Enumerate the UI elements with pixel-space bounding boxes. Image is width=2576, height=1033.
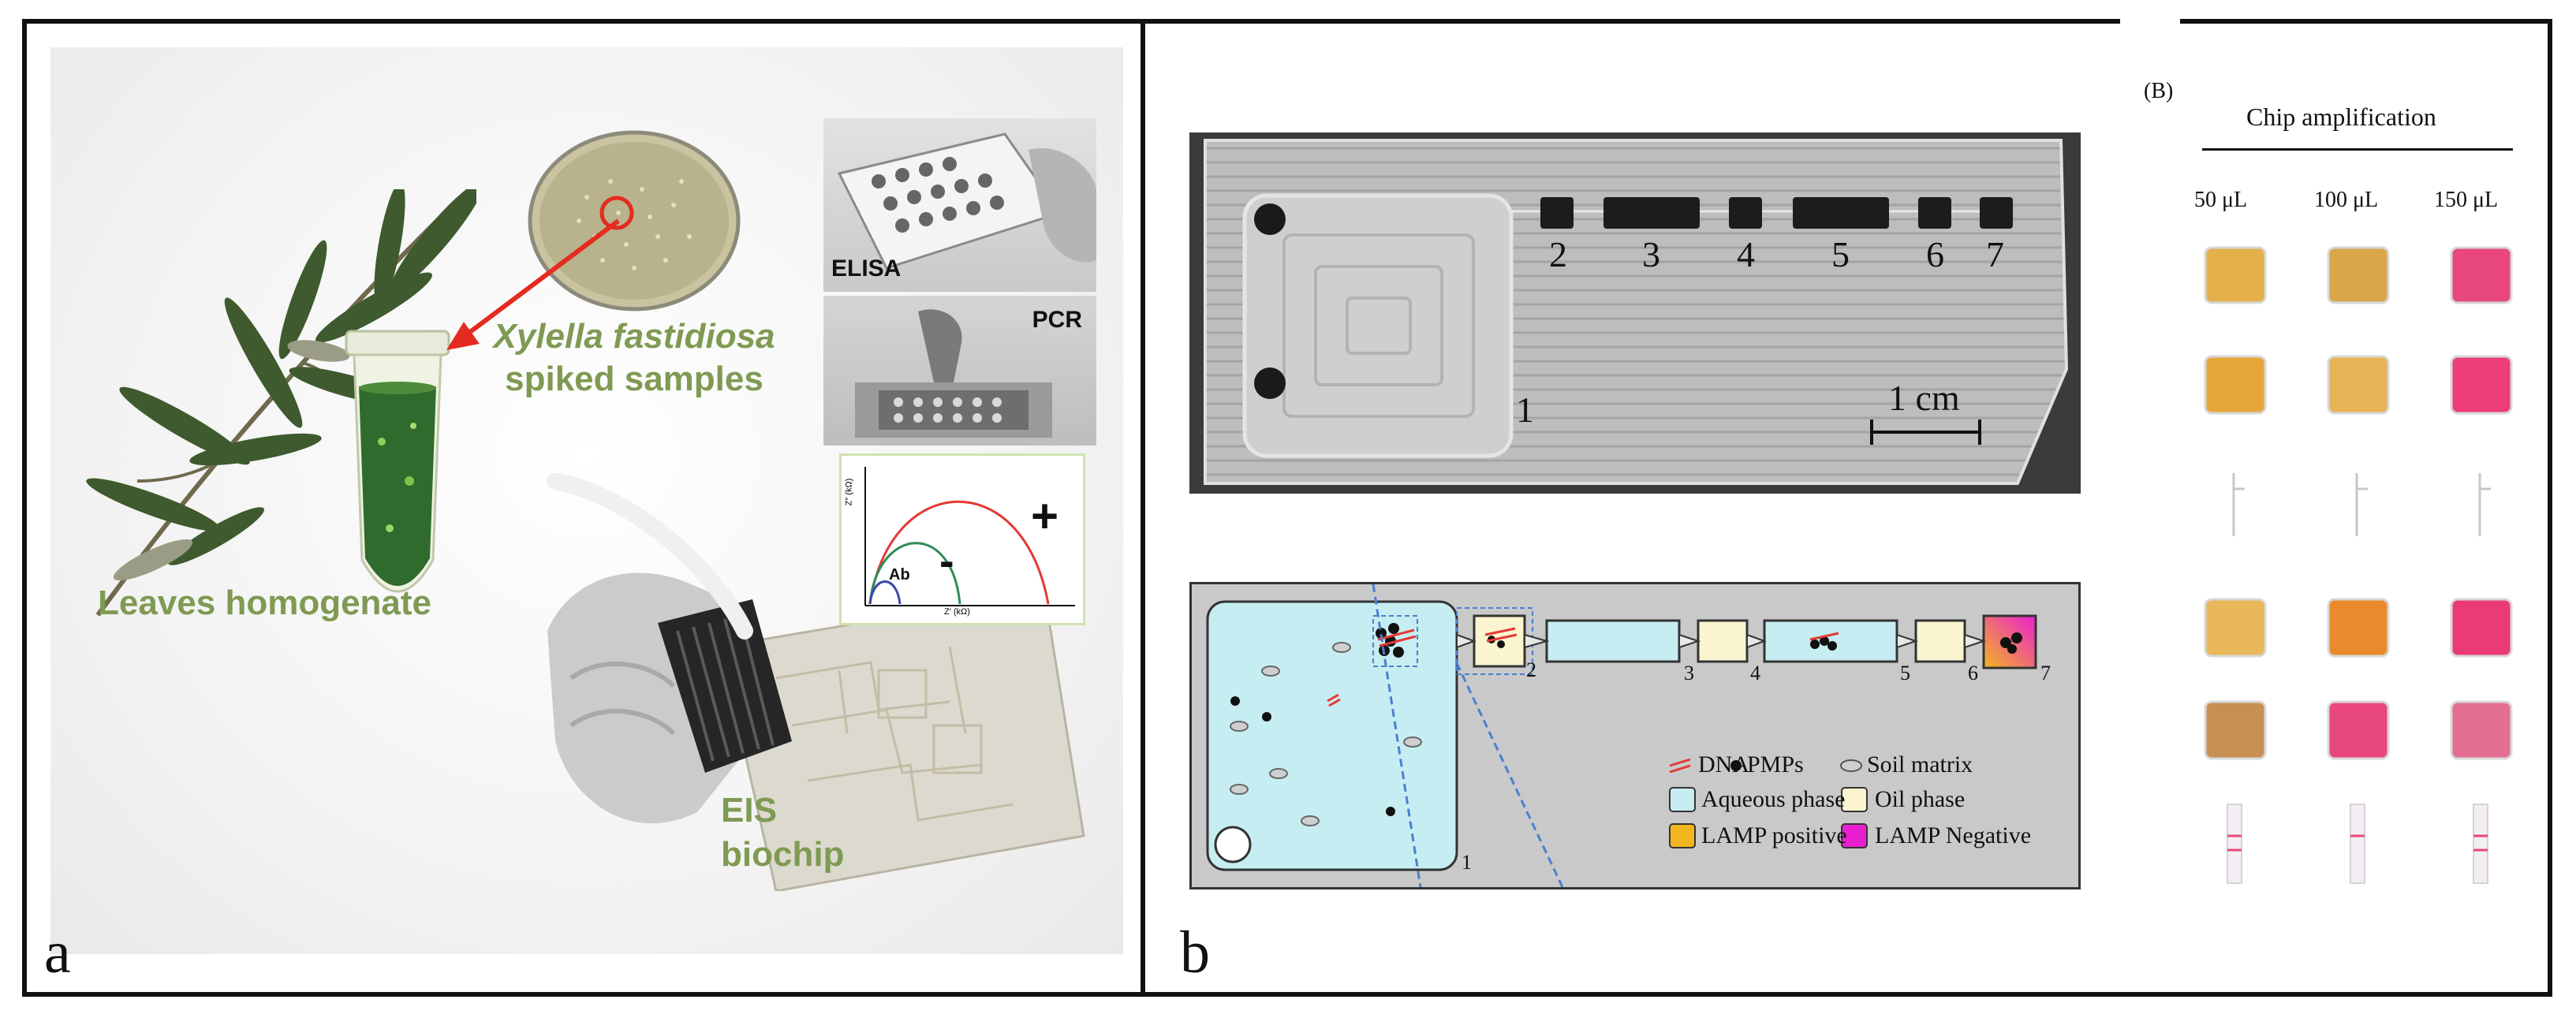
aqueous-chamber-5 xyxy=(1763,619,1898,663)
zoom-line-right xyxy=(1455,662,1564,887)
curve-antibody xyxy=(868,580,902,605)
oil-chamber-6 xyxy=(1914,619,1966,663)
legend-pmps: PMPs xyxy=(1747,751,1804,778)
biochip-text: biochip xyxy=(721,835,845,874)
legend-oil: Oil phase xyxy=(1875,786,1966,812)
panel-B-tag: (B) xyxy=(2144,79,2174,103)
schem-label-1: 1 xyxy=(1462,851,1472,874)
pcr-label: PCR xyxy=(1032,307,1082,333)
eis-text: EIS xyxy=(721,791,777,830)
eis-biochip-photo xyxy=(547,473,1085,891)
curve-negative xyxy=(868,542,961,605)
row-2 xyxy=(2204,355,2513,415)
nyquist-minus-sign: - xyxy=(939,535,954,585)
valve-connectors xyxy=(1456,633,1987,649)
row-6-strips xyxy=(2227,804,2488,884)
nyquist-xlabel: Z′ (kΩ) xyxy=(944,607,970,617)
chip-photo: 2 3 4 5 6 7 1 1 cm xyxy=(1189,132,2081,494)
pmp-beads xyxy=(1230,696,1395,816)
species-label: Xylella fastidiosa spiked samples xyxy=(469,315,800,401)
photo-label-7: 7 xyxy=(1986,234,2004,274)
chamber-port xyxy=(1214,826,1252,863)
legend-lamp-negative: LAMP Negative xyxy=(1875,822,2032,848)
legend-lamp-positive: LAMP positive xyxy=(1701,822,1847,848)
zoom-line-left xyxy=(1372,584,1422,887)
panel-b-border-gap xyxy=(2120,11,2180,30)
panel-B-title: Chip amplification xyxy=(2246,103,2436,131)
nyquist-ab-label: Ab xyxy=(889,566,910,584)
column-header-50: 50 μL xyxy=(2194,188,2248,212)
elisa-photo: ELISA xyxy=(823,118,1096,292)
legend-oil-swatch xyxy=(1841,787,1868,812)
nyquist-plot-inset: Z″ (kΩ) Z′ (kΩ) - + Ab xyxy=(839,453,1085,625)
panel-a-letter: a xyxy=(44,919,71,986)
pcr-photo: PCR xyxy=(823,296,1096,446)
schem-label-2: 2 xyxy=(1526,658,1536,681)
nyquist-plot xyxy=(864,467,1075,606)
photo-label-1: 1 xyxy=(1516,390,1534,430)
eis-biochip-label: EIS biochip xyxy=(721,789,844,877)
schem-label-4: 4 xyxy=(1750,662,1760,684)
spiked-samples-text: spiked samples xyxy=(505,360,763,398)
nyquist-plus-sign: + xyxy=(1031,490,1059,543)
aqueous-chamber-1 xyxy=(1206,600,1458,871)
column-header-100: 100 μL xyxy=(2314,188,2379,212)
row-3-strips xyxy=(2232,473,2491,536)
leaves-homogenate-label: Leaves homogenate xyxy=(98,584,432,622)
row-4 xyxy=(2204,598,2513,658)
legend-soil: Soil matrix xyxy=(1867,751,1973,778)
chip-schematic-drawing xyxy=(1206,584,2037,887)
legend-dna-swatch xyxy=(1669,758,1691,774)
olive-branch-illustration xyxy=(86,189,476,617)
photo-label-2: 2 xyxy=(1549,234,1567,274)
legend-pmp-swatch xyxy=(1730,760,1742,771)
schem-label-6: 6 xyxy=(1968,662,1978,684)
panel-b: 2 3 4 5 6 7 1 1 cm xyxy=(1141,19,2552,997)
row-5 xyxy=(2204,700,2513,760)
panel-B-title-rule xyxy=(2202,148,2513,151)
schem-label-7: 7 xyxy=(2040,662,2051,684)
scale-bar-label: 1 cm xyxy=(1888,378,1960,418)
petri-dish-illustration xyxy=(528,130,741,311)
legend-aqueous-swatch xyxy=(1669,787,1696,812)
column-header-150: 150 μL xyxy=(2434,188,2499,212)
transfer-arrow xyxy=(446,218,620,350)
panel-b-letter: b xyxy=(1180,919,1210,986)
legend-soil-swatch xyxy=(1840,759,1862,772)
photo-label-6: 6 xyxy=(1926,234,1944,274)
elisa-label: ELISA xyxy=(831,255,902,282)
amplification-results-grid xyxy=(2204,246,2513,884)
schem-label-3: 3 xyxy=(1684,662,1694,684)
photo-label-4: 4 xyxy=(1737,234,1755,274)
row-1 xyxy=(2204,246,2513,304)
sample-tube-illustration xyxy=(345,330,450,593)
species-name: Xylella fastidiosa xyxy=(493,317,775,356)
nyquist-ylabel: Z″ (kΩ) xyxy=(844,478,854,506)
curve-positive xyxy=(868,500,1050,605)
soil-particles xyxy=(1230,642,1422,826)
legend-aqueous: Aqueous phase xyxy=(1701,786,1846,812)
legend-lamp-negative-swatch xyxy=(1841,823,1868,848)
aqueous-chamber-3 xyxy=(1545,619,1681,663)
schem-label-5: 5 xyxy=(1900,662,1910,684)
oil-chamber-4 xyxy=(1697,619,1749,663)
photo-label-3: 3 xyxy=(1642,234,1660,274)
legend-lamp-positive-swatch xyxy=(1669,823,1696,848)
panel-a: Xylella fastidiosa spiked samples Leaves… xyxy=(22,19,1148,997)
legend-dna: DNA xyxy=(1698,751,1749,778)
chip-schematic: 2 3 4 5 6 7 1 DNA PMPs Soil matrix Aqueo… xyxy=(1189,582,2081,889)
dna-marks xyxy=(1327,693,1341,707)
photo-label-5: 5 xyxy=(1831,234,1850,274)
